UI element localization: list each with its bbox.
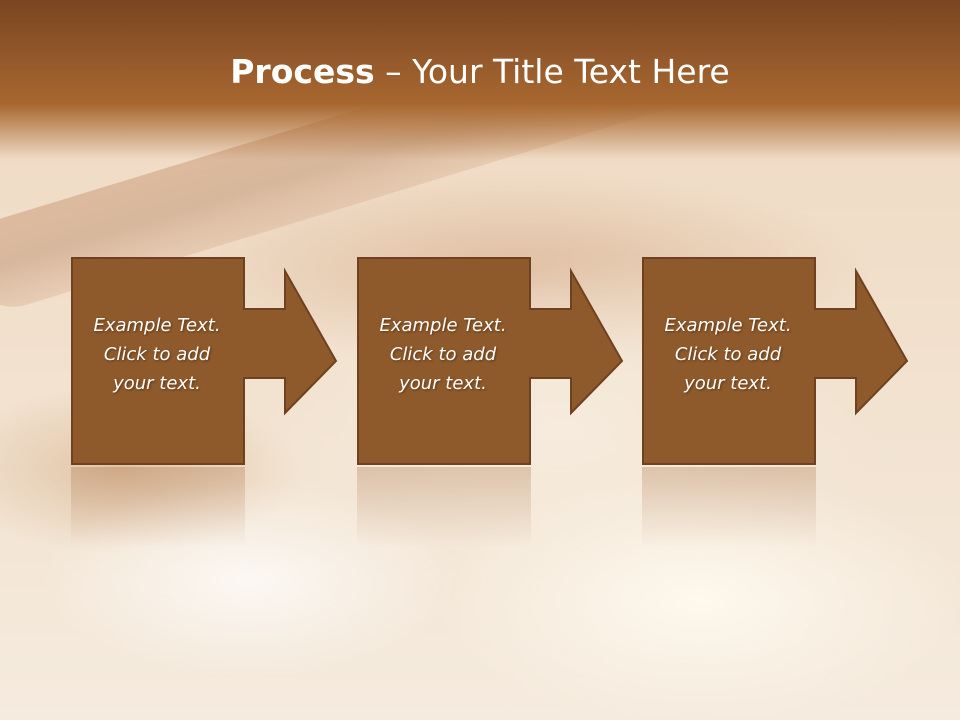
step-reflection [71, 467, 337, 547]
process-step-2[interactable]: Example Text. Click to add your text. [357, 257, 624, 465]
step-line-1: Example Text. [664, 315, 792, 336]
step-line-1: Example Text. [93, 315, 221, 336]
step-line-2: Click to add [389, 344, 497, 365]
title-bold: Process [230, 52, 375, 91]
arrow-box-shape [642, 257, 909, 465]
header-band [0, 0, 960, 160]
step-text[interactable]: Example Text. Click to add your text. [357, 311, 529, 398]
process-step-1[interactable]: Example Text. Click to add your text. [71, 257, 338, 465]
step-line-2: Click to add [103, 344, 211, 365]
step-reflection [642, 467, 908, 547]
process-step-3[interactable]: Example Text. Click to add your text. [642, 257, 909, 465]
step-text[interactable]: Example Text. Click to add your text. [642, 311, 814, 398]
step-line-2: Click to add [674, 344, 782, 365]
step-reflection [357, 467, 623, 547]
arrow-box-shape [71, 257, 338, 465]
step-line-1: Example Text. [379, 315, 507, 336]
step-text[interactable]: Example Text. Click to add your text. [71, 311, 243, 398]
slide-title[interactable]: Process – Your Title Text Here [0, 52, 960, 91]
arrow-box-shape [357, 257, 624, 465]
step-line-3: your text. [684, 373, 772, 394]
step-line-3: your text. [113, 373, 201, 394]
step-line-3: your text. [399, 373, 487, 394]
title-rest: – Your Title Text Here [374, 52, 730, 91]
